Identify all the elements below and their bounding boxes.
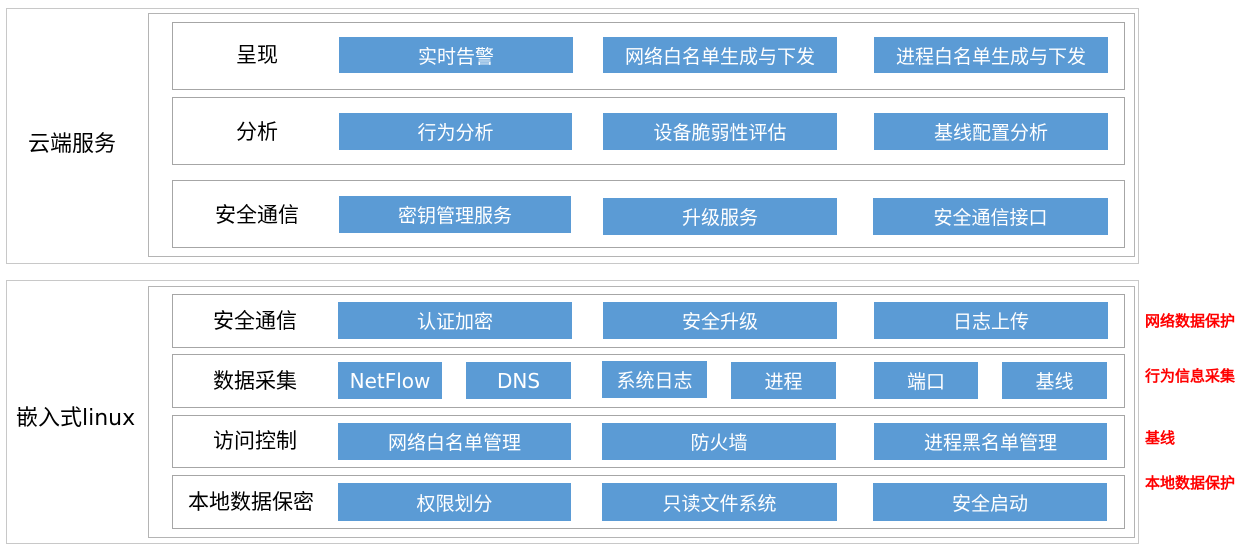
secure-comm-interface-box: 安全通信接口 bbox=[873, 198, 1108, 235]
device-vulnerability-box: 设备脆弱性评估 bbox=[603, 113, 837, 150]
cloud-row-secure-comm bbox=[172, 180, 1125, 248]
embedded-linux-frame bbox=[148, 286, 1135, 538]
network-whitelist-gen-box: 网络白名单生成与下发 bbox=[603, 37, 837, 73]
cloud-row-presentation-label: 呈现 bbox=[236, 43, 278, 67]
system-log-box: 系统日志 bbox=[602, 361, 707, 398]
realtime-alert-box: 实时告警 bbox=[339, 37, 573, 73]
baseline-box: 基线 bbox=[1002, 362, 1107, 399]
firewall-box: 防火墙 bbox=[602, 423, 836, 460]
embedded-row-secure-comm-label: 安全通信 bbox=[213, 309, 297, 333]
upgrade-service-box: 升级服务 bbox=[603, 198, 837, 235]
netflow-box: NetFlow bbox=[338, 362, 442, 399]
note-network-data-protection: 网络数据保护 bbox=[1145, 312, 1236, 330]
embedded-row-local-data-security-label: 本地数据保密 bbox=[188, 490, 314, 514]
permission-division-box: 权限划分 bbox=[338, 483, 571, 521]
embedded-row-access-control-label: 访问控制 bbox=[213, 429, 297, 453]
key-management-box: 密钥管理服务 bbox=[339, 196, 571, 233]
note-local-data-protection: 本地数据保护 bbox=[1145, 474, 1236, 492]
network-whitelist-mgmt-box: 网络白名单管理 bbox=[338, 423, 571, 460]
embedded-row-access-control bbox=[172, 415, 1125, 468]
process-box: 进程 bbox=[731, 362, 836, 399]
behavior-analysis-box: 行为分析 bbox=[339, 113, 572, 150]
process-blacklist-mgmt-box: 进程黑名单管理 bbox=[874, 423, 1107, 460]
auth-encryption-box: 认证加密 bbox=[338, 302, 572, 339]
embedded-row-data-collection-label: 数据采集 bbox=[213, 369, 297, 393]
cloud-services-label: 云端服务 bbox=[28, 132, 117, 157]
dns-box: DNS bbox=[466, 362, 571, 399]
cloud-row-analysis-label: 分析 bbox=[236, 120, 278, 144]
embedded-linux-label: 嵌入式linux bbox=[16, 406, 136, 431]
embedded-row-data-collection bbox=[172, 354, 1125, 408]
note-behavior-info-collection: 行为信息采集 bbox=[1145, 367, 1236, 385]
port-box: 端口 bbox=[874, 362, 978, 399]
log-upload-box: 日志上传 bbox=[874, 302, 1108, 339]
secure-boot-box: 安全启动 bbox=[873, 483, 1107, 521]
note-baseline: 基线 bbox=[1145, 429, 1176, 447]
cloud-row-analysis bbox=[172, 97, 1125, 165]
cloud-row-presentation bbox=[172, 22, 1125, 90]
readonly-filesystem-box: 只读文件系统 bbox=[602, 483, 837, 521]
baseline-config-analysis-box: 基线配置分析 bbox=[874, 113, 1108, 150]
secure-upgrade-box: 安全升级 bbox=[603, 302, 837, 339]
cloud-row-secure-comm-label: 安全通信 bbox=[215, 203, 299, 227]
embedded-row-secure-comm bbox=[172, 294, 1125, 348]
cloud-services-frame bbox=[148, 13, 1135, 257]
embedded-row-local-data-security bbox=[172, 475, 1125, 529]
process-whitelist-gen-box: 进程白名单生成与下发 bbox=[874, 37, 1108, 73]
